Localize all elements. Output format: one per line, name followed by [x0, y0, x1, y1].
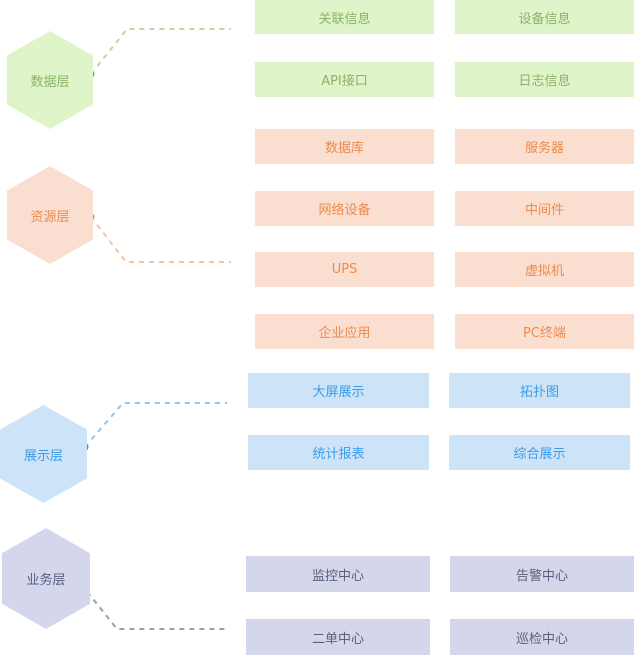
item-box[interactable]: UPS: [255, 252, 434, 287]
item-box[interactable]: 告警中心: [450, 556, 634, 592]
layer-label: 展示层: [23, 448, 63, 464]
hex-business-layer[interactable]: 业务层: [2, 528, 90, 629]
connector-data-layer: [90, 28, 231, 75]
connector-display-layer: [84, 402, 227, 448]
item-box[interactable]: 日志信息: [455, 62, 634, 97]
item-box[interactable]: 综合展示: [449, 435, 630, 470]
item-box[interactable]: API接口: [255, 62, 434, 97]
item-box[interactable]: 虚拟机: [455, 252, 634, 287]
item-box[interactable]: 服务器: [455, 129, 634, 164]
hex-data-layer[interactable]: 数据层: [7, 31, 93, 129]
item-box[interactable]: PC终端: [455, 314, 634, 349]
item-box[interactable]: 统计报表: [248, 435, 429, 470]
hex-display-layer[interactable]: 展示层: [0, 405, 87, 503]
item-box[interactable]: 网络设备: [255, 191, 434, 226]
layer-label: 数据层: [30, 74, 70, 90]
connector-resource-layer: [90, 216, 231, 263]
item-box[interactable]: 设备信息: [455, 0, 634, 34]
item-box[interactable]: 关联信息: [255, 0, 434, 34]
item-box[interactable]: 巡检中心: [450, 619, 634, 655]
item-box[interactable]: 大屏展示: [248, 373, 429, 408]
item-box[interactable]: 二单中心: [246, 619, 430, 655]
item-box[interactable]: 中间件: [455, 191, 634, 226]
item-box[interactable]: 企业应用: [255, 314, 434, 349]
hex-resource-layer[interactable]: 资源层: [7, 166, 93, 264]
layer-label: 业务层: [26, 573, 66, 588]
item-box[interactable]: 拓扑图: [449, 373, 630, 408]
item-box[interactable]: 监控中心: [246, 556, 430, 592]
item-box[interactable]: 数据库: [255, 129, 434, 164]
layer-label: 资源层: [30, 209, 70, 225]
connector-business-layer: [80, 583, 228, 630]
